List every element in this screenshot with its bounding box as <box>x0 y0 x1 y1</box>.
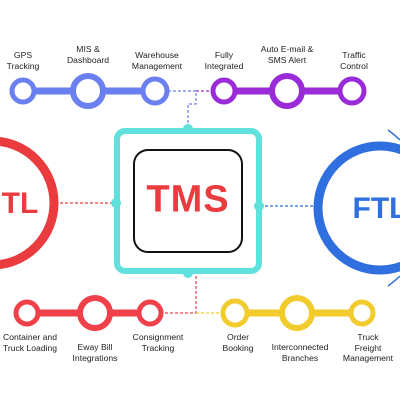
tms-dot-bottom <box>183 268 193 278</box>
label-interconnected-branches: Interconnected Branches <box>271 342 329 363</box>
yellow-ring-icon[interactable] <box>220 298 250 328</box>
top-left-chain <box>9 73 170 109</box>
right-hub-arc-top <box>387 129 400 141</box>
label-traffic-control: Traffic Control <box>340 50 368 71</box>
label-eway-bill: Eway Bill Integrations <box>72 342 118 363</box>
label-consignment-tracking: Consignment Tracking <box>132 332 184 353</box>
purple-ring-icon[interactable] <box>337 76 367 106</box>
yellow-ring-icon[interactable] <box>348 299 376 327</box>
right-hub-arc-bottom <box>387 275 400 287</box>
label-fully-integrated: Fully Integrated <box>204 50 244 71</box>
purple-ring-icon[interactable] <box>269 73 305 109</box>
tms-dot-left <box>111 198 121 208</box>
top-right-chain <box>210 73 367 109</box>
left-hub-label: TL <box>1 187 39 220</box>
tms-dot-right <box>254 201 264 211</box>
label-order-booking: Order Booking <box>222 332 254 353</box>
label-gps-tracking: GPS Tracking <box>6 50 40 71</box>
red-ring-icon[interactable] <box>136 299 164 327</box>
red-ring-icon[interactable] <box>13 299 41 327</box>
tms-title: TMS <box>146 178 230 221</box>
blue-ring-icon[interactable] <box>70 73 106 109</box>
tms-dot-top <box>183 124 193 134</box>
label-truck-freight-management: Truck Freight Management <box>342 332 394 363</box>
label-auto-email-sms: Auto E-mail & SMS Alert <box>260 44 314 65</box>
label-container-truck-loading: Container and Truck Loading <box>2 332 58 353</box>
bottom-right-chain <box>220 295 376 331</box>
blue-ring-icon[interactable] <box>9 77 37 105</box>
left-hub-ring <box>0 136 59 270</box>
purple-ring-icon[interactable] <box>210 77 238 105</box>
right-hub-ring <box>313 141 400 275</box>
bottom-left-chain <box>13 295 164 331</box>
connector-top-left <box>168 90 197 128</box>
right-hub-label: FTL <box>352 192 400 225</box>
yellow-ring-icon[interactable] <box>279 295 315 331</box>
dashed-connectors <box>60 90 318 314</box>
label-mis-dashboard: MIS & Dashboard <box>66 44 110 65</box>
red-ring-icon[interactable] <box>77 295 113 331</box>
label-warehouse-management: Warehouse Management <box>131 50 183 71</box>
tms-inner-box <box>133 149 243 253</box>
blue-ring-icon[interactable] <box>140 76 170 106</box>
